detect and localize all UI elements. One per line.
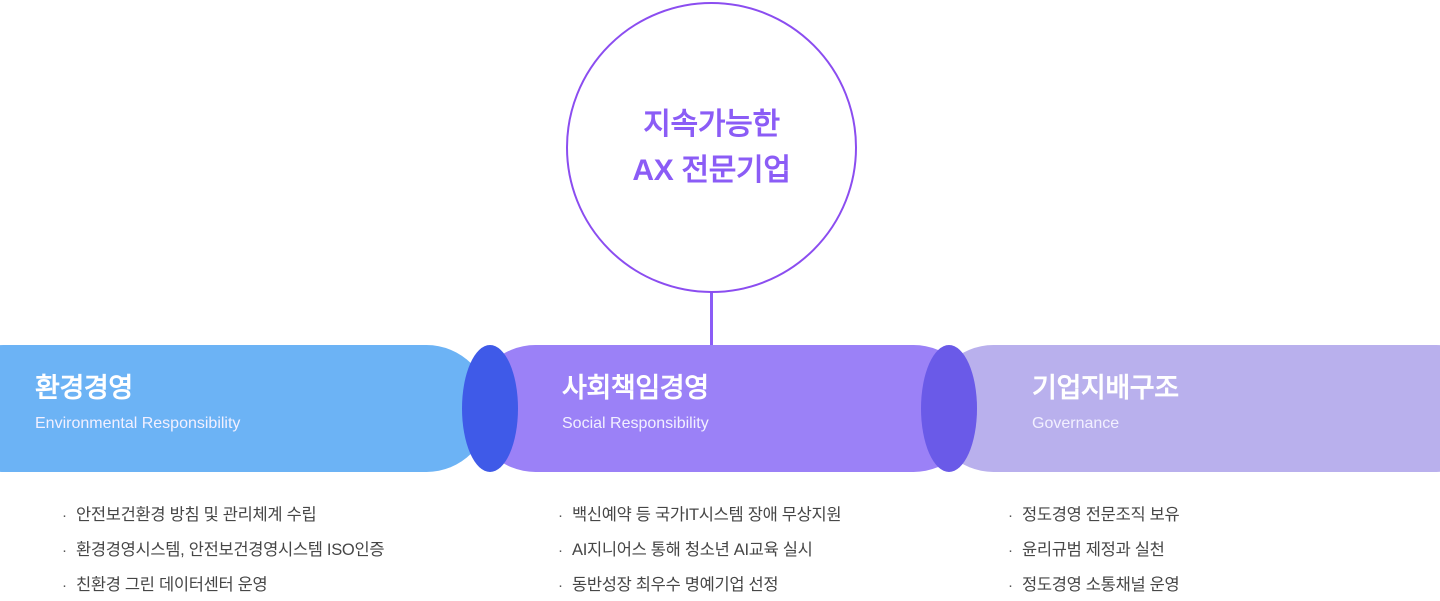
bullet-dot-icon: · xyxy=(62,507,67,524)
list-item-label: 백신예약 등 국가IT시스템 장애 무상지원 xyxy=(572,506,842,524)
bullet-dot-icon: · xyxy=(558,577,563,594)
overlap-blend-right xyxy=(921,345,977,472)
pillar-governance-title-kr: 기업지배구조 xyxy=(1032,373,1179,403)
pillar-social-texts: 사회책임경영 Social Responsibility xyxy=(562,369,709,437)
bullet-dot-icon: · xyxy=(558,542,563,559)
pillar-environment-texts: 환경경영 Environmental Responsibility xyxy=(35,369,240,437)
pillar-social-title-en: Social Responsibility xyxy=(562,415,709,432)
pillar-governance[interactable]: 기업지배구조 Governance xyxy=(930,345,1440,472)
list-item-label: 정도경영 전문조직 보유 xyxy=(1022,506,1180,524)
bullet-dot-icon: · xyxy=(62,542,67,559)
bullet-dot-icon: · xyxy=(1008,542,1013,559)
list-item-label: 정도경영 소통채널 운영 xyxy=(1022,576,1180,594)
list-item: · 윤리규범 제정과 실천 xyxy=(1008,533,1179,568)
pillar-social[interactable]: 사회책임경영 Social Responsibility xyxy=(472,345,977,472)
pillar-environment-title-en: Environmental Responsibility xyxy=(35,415,241,432)
core-circle-line-2: AX 전문기업 xyxy=(632,153,791,187)
overlap-blend-left xyxy=(462,345,518,472)
list-item: · 친환경 그린 데이터센터 운영 xyxy=(62,568,384,601)
bullet-list-governance: · 정도경영 전문조직 보유 · 윤리규범 제정과 실천 · 정도경영 소통채널… xyxy=(1008,498,1180,601)
connector-line xyxy=(710,288,713,348)
bullet-list-social: · 백신예약 등 국가IT시스템 장애 무상지원 · AI지니어스 통해 청소년… xyxy=(558,498,842,601)
list-item-label: 환경경영시스템, 안전보건경영시스템 ISO인증 xyxy=(76,541,385,559)
list-item: · 정도경영 소통채널 운영 xyxy=(1008,568,1180,601)
list-item: · 안전보건환경 방침 및 관리체계 수립 xyxy=(62,498,384,533)
list-item-label: 윤리규범 제정과 실천 xyxy=(1022,541,1165,559)
list-item-label: 안전보건환경 방침 및 관리체계 수립 xyxy=(76,506,317,524)
list-item-label: 동반성장 최우수 명예기업 선정 xyxy=(572,576,779,594)
pillar-environment-title-kr: 환경경영 xyxy=(35,373,133,403)
pillar-band: 환경경영 Environmental Responsibility 기업지배구조… xyxy=(0,345,1440,472)
bullet-dot-icon: · xyxy=(1008,507,1013,524)
core-circle: 지속가능한 AX 전문기업 xyxy=(566,2,857,293)
bullet-list-environment: · 안전보건환경 방침 및 관리체계 수립 · 환경경영시스템, 안전보건경영시… xyxy=(62,498,385,601)
pillar-environment[interactable]: 환경경영 Environmental Responsibility xyxy=(0,345,490,472)
list-item: · 동반성장 최우수 명예기업 선정 xyxy=(558,568,841,601)
list-item-label: AI지니어스 통해 청소년 AI교육 실시 xyxy=(572,541,813,559)
list-item: · AI지니어스 통해 청소년 AI교육 실시 xyxy=(558,533,841,568)
pillar-social-title-kr: 사회책임경영 xyxy=(562,373,709,403)
list-item: · 환경경영시스템, 안전보건경영시스템 ISO인증 xyxy=(62,533,385,568)
bullet-dot-icon: · xyxy=(62,577,67,594)
pillar-governance-title-en: Governance xyxy=(1032,415,1120,432)
pillar-governance-texts: 기업지배구조 Governance xyxy=(1032,369,1179,437)
bullet-dot-icon: · xyxy=(558,507,563,524)
list-item-label: 친환경 그린 데이터센터 운영 xyxy=(76,576,268,594)
list-item: · 백신예약 등 국가IT시스템 장애 무상지원 xyxy=(558,498,842,533)
list-item: · 정도경영 전문조직 보유 xyxy=(1008,498,1180,533)
core-circle-line-1: 지속가능한 xyxy=(643,107,780,141)
bullet-dot-icon: · xyxy=(1008,577,1013,594)
pillar-detail-lists: · 안전보건환경 방침 및 관리체계 수립 · 환경경영시스템, 안전보건경영시… xyxy=(0,498,1440,601)
